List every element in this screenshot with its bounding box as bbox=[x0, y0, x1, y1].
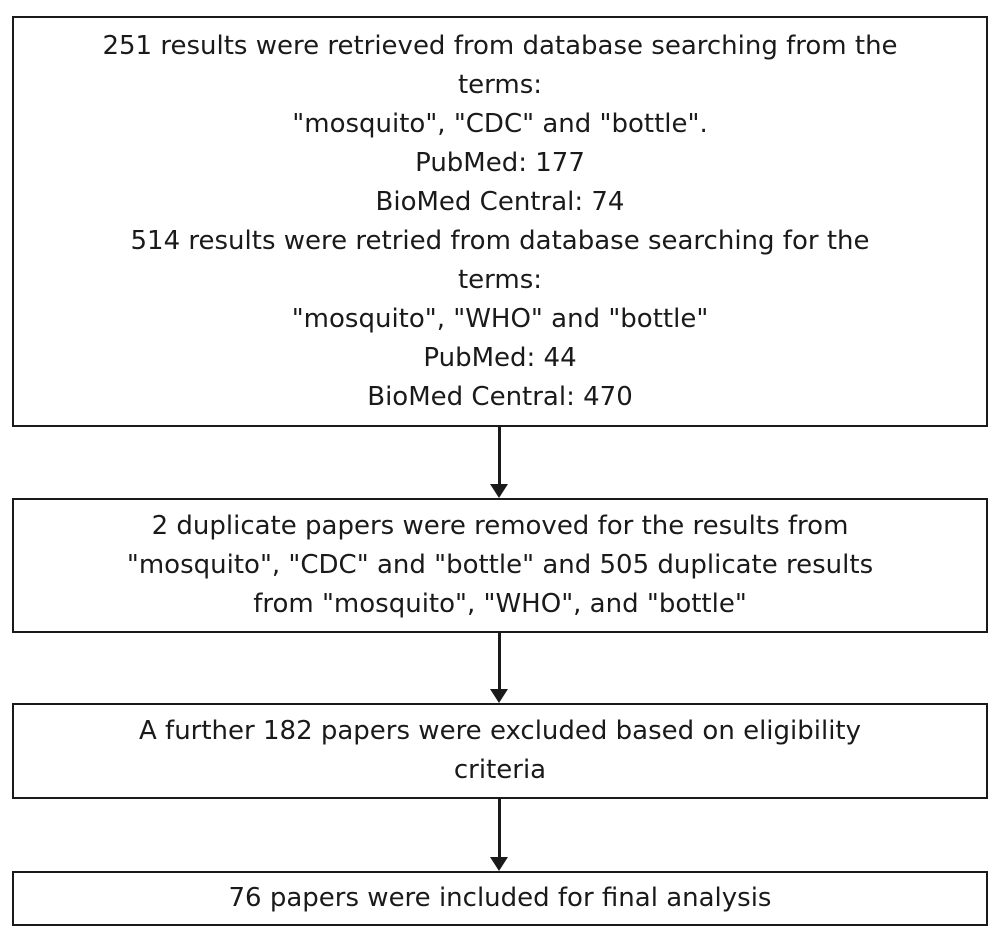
arrow-head bbox=[490, 857, 508, 871]
box-text-line: A further 182 papers were excluded based… bbox=[138, 716, 862, 746]
box-text-line: 76 papers were included for final analys… bbox=[228, 883, 772, 913]
arrow-shaft bbox=[498, 633, 501, 690]
box-text-line: BioMed Central: 470 bbox=[367, 381, 633, 412]
eligibility-excluded-box: A further 182 papers were excluded based… bbox=[12, 703, 988, 799]
final-included-box: 76 papers were included for final analys… bbox=[12, 871, 988, 926]
arrow-head bbox=[490, 484, 508, 498]
box-text-line: "mosquito", "WHO" and "bottle" bbox=[291, 303, 709, 334]
search-results-box: 251 results were retrieved from database… bbox=[12, 16, 988, 427]
arrow-shaft bbox=[498, 799, 501, 858]
down-arrow-2 bbox=[490, 633, 510, 703]
box-text-line: from "mosquito", "WHO", and "bottle" bbox=[253, 589, 747, 619]
arrow-head bbox=[490, 689, 508, 703]
box-text-line: "mosquito", "CDC" and "bottle". bbox=[292, 108, 708, 139]
box-text-line: 251 results were retrieved from database… bbox=[102, 30, 898, 61]
box-text-line: BioMed Central: 74 bbox=[375, 186, 625, 217]
box-text-line: criteria bbox=[453, 755, 547, 785]
arrow-shaft bbox=[498, 427, 501, 485]
box-text-line: "mosquito", "CDC" and "bottle" and 505 d… bbox=[126, 550, 874, 580]
box-text-line: terms: bbox=[457, 69, 543, 100]
box-text-line: PubMed: 44 bbox=[423, 342, 577, 373]
box-text-line: 2 duplicate papers were removed for the … bbox=[151, 511, 849, 541]
box-text-line: PubMed: 177 bbox=[415, 147, 585, 178]
down-arrow-3 bbox=[490, 799, 510, 871]
box-text-line: terms: bbox=[457, 264, 543, 295]
duplicates-removed-box: 2 duplicate papers were removed for the … bbox=[12, 498, 988, 633]
down-arrow-1 bbox=[490, 427, 510, 498]
box-text-line: 514 results were retried from database s… bbox=[130, 225, 870, 256]
